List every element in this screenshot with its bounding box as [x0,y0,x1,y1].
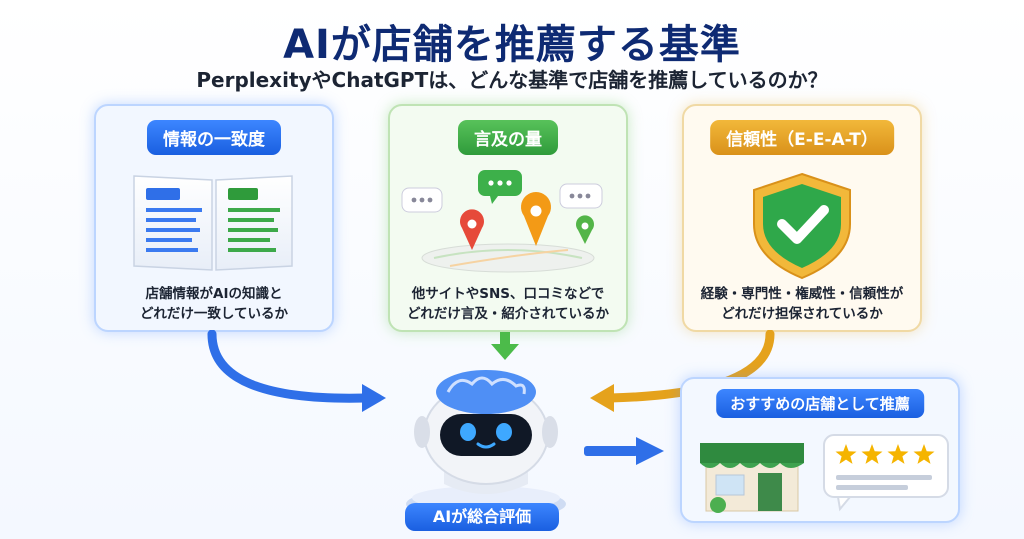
criterion-description: 経験・専門性・権威性・信頼性が どれだけ担保されているか [700,286,904,322]
page-subtitle: PerplexityやChatGPTは、どんな基準で店舗を推薦しているのか？ [196,68,828,92]
store-icon [696,423,808,515]
star-icon [835,444,857,464]
criterion-card-trust: 信頼性（E-E-A-T） 経験・専門性・権威性・信頼性が どれだけ担保されている… [682,104,922,332]
recommendation-label: おすすめの店舗として推薦 [716,389,924,418]
star-icon [861,444,883,464]
criterion-label: 言及の量 [458,120,558,155]
criterion-card-info-match: 情報の一致度 店舗情報がAIの知識と どれだけ一致しているか [94,104,334,332]
star-icon [913,444,935,464]
arrow-ai-to-recommendation [584,437,664,465]
review-bubble [820,433,952,513]
arrow-info-to-ai [207,330,386,412]
criterion-card-mentions: 言及の量 他サイトやSNS、口コミなどで どれだけ言及・紹介されているか [388,104,628,332]
document-icon [96,162,332,282]
criterion-description: 店舗情報がAIの知識と どれだけ一致しているか [139,286,289,322]
page-title: AIが店舗を推薦する基準 [283,22,741,68]
shield-check-icon [684,162,920,282]
recommendation-card: おすすめの店舗として推薦 [680,377,960,523]
map-chat-icon [390,162,626,282]
criterion-description: 他サイトやSNS、口コミなどで どれだけ言及・紹介されているか [406,286,610,322]
star-icon [887,444,909,464]
arrow-mentions-to-ai [491,332,519,360]
criterion-label: 情報の一致度 [147,120,281,155]
criterion-label: 信頼性（E-E-A-T） [710,120,894,155]
ai-evaluation-label: AIが総合評価 [405,503,559,531]
